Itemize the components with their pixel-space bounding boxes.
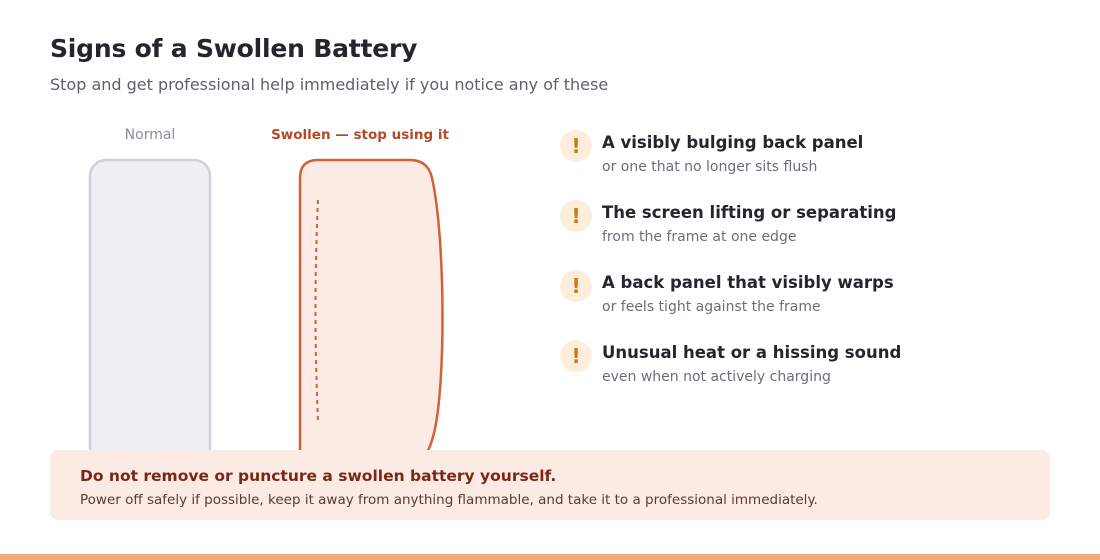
normal-label: Normal xyxy=(124,127,176,143)
sign-item: ! The screen lifting or separating from … xyxy=(560,200,1060,256)
warning-body: Power off safely if possible, keep it aw… xyxy=(80,492,818,508)
bottom-accent-bar xyxy=(0,554,1100,560)
warning-exclamation-icon: ! xyxy=(560,340,592,372)
warning-banner: Do not remove or puncture a swollen batt… xyxy=(50,450,1050,520)
sign-item: ! A back panel that visibly warps or fee… xyxy=(560,270,1060,326)
sign-title: A visibly bulging back panel xyxy=(602,133,864,152)
page-title: Signs of a Swollen Battery xyxy=(50,34,418,63)
sign-detail: from the frame at one edge xyxy=(602,229,797,245)
swollen-phone-outline xyxy=(298,158,444,470)
sign-item: ! Unusual heat or a hissing sound even w… xyxy=(560,340,1060,396)
sign-title: A back panel that visibly warps xyxy=(602,273,894,292)
sign-detail: even when not actively charging xyxy=(602,369,831,385)
warning-exclamation-icon: ! xyxy=(560,130,592,162)
page-subtitle: Stop and get professional help immediate… xyxy=(50,75,609,94)
warning-exclamation-icon: ! xyxy=(560,200,592,232)
phone-comparison-diagram xyxy=(88,158,444,470)
sign-detail: or one that no longer sits flush xyxy=(602,159,818,175)
sign-title: Unusual heat or a hissing sound xyxy=(602,343,902,362)
warning-exclamation-icon: ! xyxy=(560,270,592,302)
warning-title: Do not remove or puncture a swollen batt… xyxy=(80,467,557,485)
sign-title: The screen lifting or separating xyxy=(602,203,897,222)
bulge-indicator-line xyxy=(314,199,319,421)
normal-phone-outline xyxy=(88,158,212,470)
swollen-label: Swollen — stop using it xyxy=(271,127,449,143)
sign-detail: or feels tight against the frame xyxy=(602,299,821,315)
sign-item: ! A visibly bulging back panel or one th… xyxy=(560,130,1060,186)
